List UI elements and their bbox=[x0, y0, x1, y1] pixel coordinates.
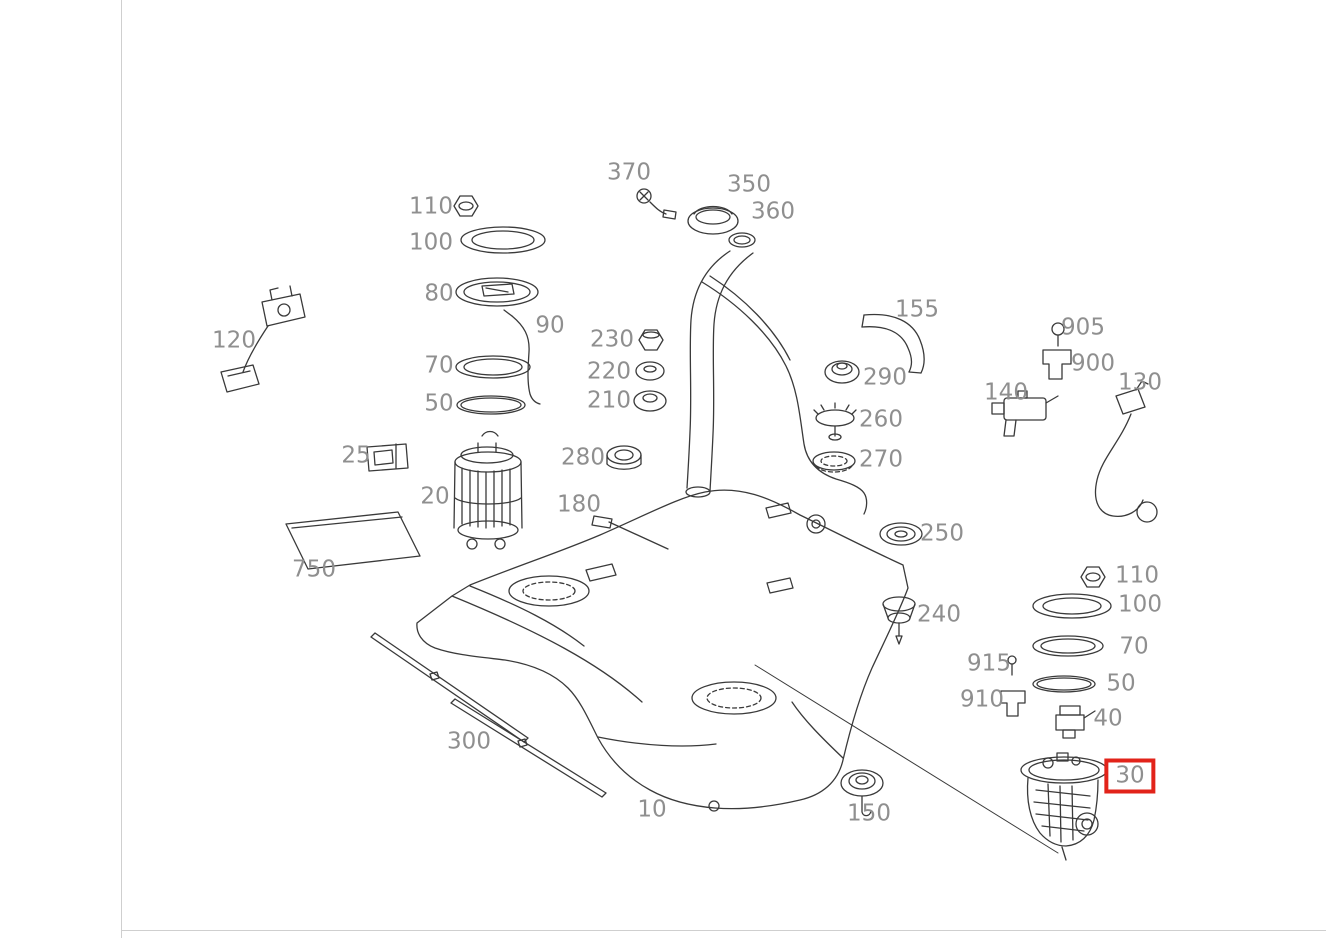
page-edge-left bbox=[121, 0, 122, 938]
part-label-155[interactable]: 155 bbox=[895, 296, 939, 323]
part-label-260[interactable]: 260 bbox=[859, 406, 903, 433]
part-label-80[interactable]: 80 bbox=[424, 280, 454, 307]
part-label-220[interactable]: 220 bbox=[587, 358, 631, 385]
part-label-280[interactable]: 280 bbox=[561, 444, 605, 471]
part-label-360[interactable]: 360 bbox=[751, 198, 795, 225]
nut-icon bbox=[453, 195, 479, 217]
part-label-25[interactable]: 25 bbox=[341, 442, 371, 469]
page-edge-bottom bbox=[121, 930, 1326, 931]
part-label-120[interactable]: 120 bbox=[212, 327, 256, 354]
part-label-140[interactable]: 140 bbox=[984, 379, 1028, 406]
part-label-70[interactable]: 70 bbox=[424, 352, 454, 379]
part-label-110[interactable]: 110 bbox=[409, 193, 453, 220]
part-label-40[interactable]: 40 bbox=[1093, 705, 1123, 732]
part-label-100[interactable]: 100 bbox=[409, 229, 453, 256]
part-label-905[interactable]: 905 bbox=[1061, 314, 1105, 341]
part-label-350[interactable]: 350 bbox=[727, 171, 771, 198]
part-label-900[interactable]: 900 bbox=[1071, 350, 1115, 377]
part-label-210[interactable]: 210 bbox=[587, 387, 631, 414]
part-label-90[interactable]: 90 bbox=[535, 312, 565, 339]
part-label-150[interactable]: 150 bbox=[847, 800, 891, 827]
part-label-290[interactable]: 290 bbox=[863, 364, 907, 391]
part-label-300[interactable]: 300 bbox=[447, 728, 491, 755]
part-label-370[interactable]: 370 bbox=[607, 159, 651, 186]
part-label-130[interactable]: 130 bbox=[1118, 369, 1162, 396]
part-label-20[interactable]: 20 bbox=[420, 483, 450, 510]
part-label-50[interactable]: 50 bbox=[1106, 670, 1136, 697]
part-label-180[interactable]: 180 bbox=[557, 491, 601, 518]
part-label-10[interactable]: 10 bbox=[637, 796, 667, 823]
part-label-915[interactable]: 915 bbox=[967, 650, 1011, 677]
part-label-240[interactable]: 240 bbox=[917, 601, 961, 628]
part-label-250[interactable]: 250 bbox=[920, 520, 964, 547]
part-label-100[interactable]: 100 bbox=[1118, 591, 1162, 618]
part-label-750[interactable]: 750 bbox=[292, 556, 336, 583]
part-label-50[interactable]: 50 bbox=[424, 390, 454, 417]
part-label-30-highlighted[interactable]: 30 bbox=[1104, 758, 1156, 794]
part-label-70[interactable]: 70 bbox=[1119, 633, 1149, 660]
part-label-270[interactable]: 270 bbox=[859, 446, 903, 473]
part-label-230[interactable]: 230 bbox=[590, 326, 634, 353]
part-label-910[interactable]: 910 bbox=[960, 686, 1004, 713]
part-label-110[interactable]: 110 bbox=[1115, 562, 1159, 589]
